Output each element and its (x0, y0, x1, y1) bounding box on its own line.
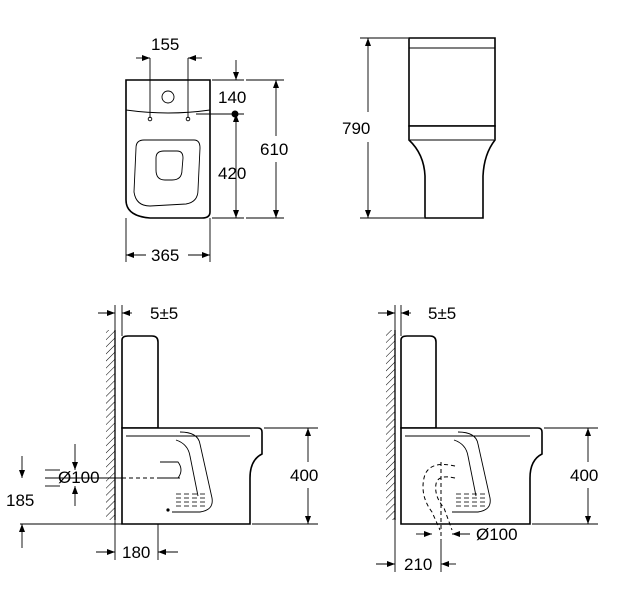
dim-depth-tank-label: 140 (218, 88, 246, 107)
side-tank-right (400, 335, 437, 429)
side-tank-left (121, 335, 159, 429)
front-view: 790 (342, 37, 496, 219)
dim-pan-height-right-label: 400 (570, 466, 598, 485)
top-view-outline (125, 79, 211, 219)
wall-hatch-right (386, 330, 395, 520)
tank-outline (125, 79, 211, 114)
dim-total-depth-label: 610 (260, 140, 288, 159)
seat-inner (155, 150, 184, 181)
dim-outlet-diameter-right-label: Ø100 (476, 525, 518, 544)
front-tank (408, 37, 496, 127)
dim-outlet-diameter-left-label: Ø100 (58, 468, 100, 487)
side-view-right: 5±5 Ø100 210 400 (376, 304, 598, 574)
dim-width-top-label: 155 (151, 35, 179, 54)
dim-outlet-distance-right-label: 210 (404, 555, 432, 574)
flush-button (161, 90, 175, 104)
wall-hatch-left (106, 330, 115, 520)
dim-gap-left-label: 5±5 (150, 304, 178, 323)
dim-outlet-height-left-label: 185 (6, 491, 34, 510)
dim-outlet-distance-left-label: 180 (122, 543, 150, 562)
dim-depth-bowl-label: 420 (218, 164, 246, 183)
front-pan (408, 125, 496, 219)
dim-pan-height-left-label: 400 (290, 466, 318, 485)
dim-gap-right-label: 5±5 (428, 304, 456, 323)
seat-outline (133, 139, 201, 207)
dim-width-bottom-label: 365 (151, 246, 179, 265)
side-pan-right (400, 427, 543, 525)
p-trap-outlet (422, 464, 456, 531)
dim-height-label: 790 (342, 119, 370, 138)
side-pan-left (121, 427, 263, 525)
top-view: 155 140 420 610 365 (125, 35, 288, 265)
side-view-left: 5±5 Ø100 185 180 400 (6, 304, 318, 562)
